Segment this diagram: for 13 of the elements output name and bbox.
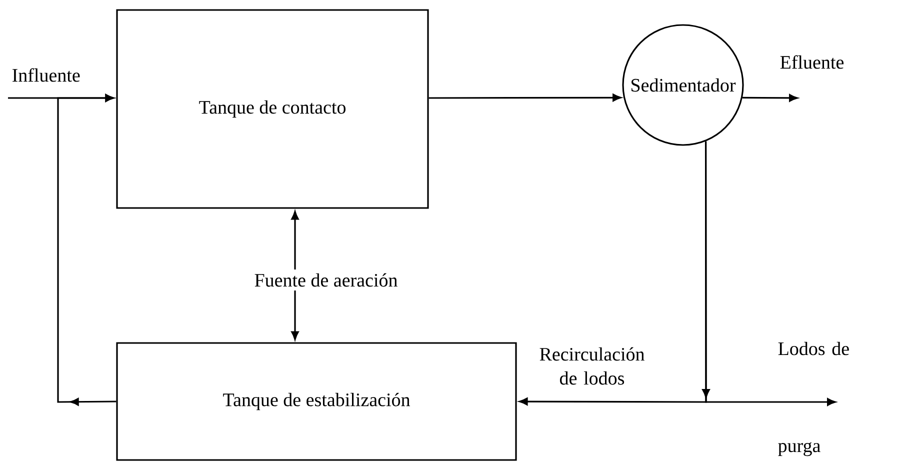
arrow (428, 94, 622, 102)
arrow (291, 211, 299, 270)
flow-label: Influente (12, 68, 80, 82)
aeration-text: Fuente de aeración (254, 273, 398, 287)
flow-label: Efluente (780, 55, 844, 69)
flow-label: Lodos de purga (778, 342, 849, 456)
process-tank-box: Tanque de estabilización (116, 342, 517, 461)
arrow (291, 290, 299, 340)
process-tank-box: Tanque de contacto (116, 9, 429, 209)
edge-label: Recirculación de lodos (540, 347, 644, 385)
arrow (57, 94, 116, 406)
arrow (704, 141, 836, 406)
arrow (742, 94, 798, 102)
